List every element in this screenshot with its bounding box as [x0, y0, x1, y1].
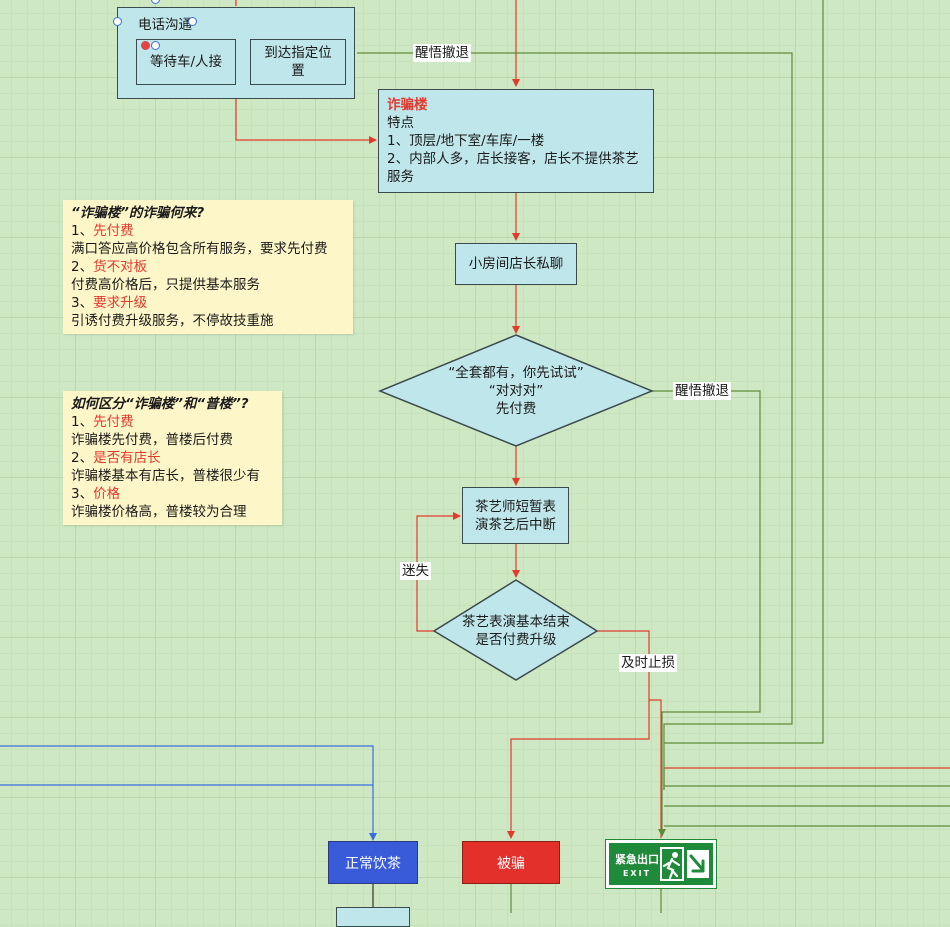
note1-title: “诈骗楼”的诈骗何来? [71, 205, 205, 221]
note2-d1: 诈骗楼先付费，普楼后付费 [71, 432, 233, 448]
tea-art-label: 茶艺师短暂表演茶艺后中断 [475, 498, 556, 533]
scam-sub: 特点 [387, 115, 414, 131]
normal-tea-node[interactable]: 正常饮茶 [328, 841, 418, 884]
normal-next-node[interactable] [336, 907, 410, 927]
label-wake-retreat-1: 醒悟撤退 [413, 44, 471, 62]
note1-h3: 要求升级 [93, 295, 148, 311]
scam-title: 诈骗楼 [387, 97, 428, 113]
running-man-icon [660, 847, 684, 881]
normal-tea-label: 正常饮茶 [345, 855, 401, 872]
edge-blue-1 [0, 745, 377, 841]
note2-d3: 诈骗楼价格高，普楼较为合理 [71, 504, 247, 520]
exit-sign-graphic: 紧急出口 EXIT [615, 847, 709, 881]
note-distinguish: 如何区分“诈骗楼”和“普楼”? 1、先付费 诈骗楼先付费，普楼后付费 2、是否有… [63, 391, 282, 525]
note1-h2: 货不对板 [93, 259, 148, 275]
diamond1-line3: 先付费 [495, 401, 537, 417]
wait-label: 等待车/人接 [149, 54, 223, 70]
edge-wake-retreat-2 [652, 390, 761, 837]
port-title-right[interactable] [188, 17, 197, 26]
note2-n1: 1、 [71, 414, 94, 430]
note1-d1: 满口答应高价格包含所有服务，要求先付费 [71, 241, 328, 257]
scammed-node[interactable]: 被骗 [462, 841, 560, 884]
port-left[interactable] [113, 17, 122, 26]
diamond2-line1: 茶艺表演基本结束 [462, 614, 570, 630]
note-scam-source: “诈骗楼”的诈骗何来? 1、先付费 满口答应高价格包含所有服务，要求先付费 2、… [63, 200, 353, 334]
scam-line2: 2、内部人多，店长接客，店长不提供茶艺服务 [387, 151, 639, 185]
note1-n3: 3、 [71, 295, 94, 311]
note1-d3: 引诱付费升级服务，不停故技重施 [71, 313, 274, 329]
edge-green-top [664, 0, 824, 744]
exit-cn-text: 紧急出口 [615, 852, 659, 866]
label-stop-loss: 及时止损 [619, 654, 677, 672]
private-chat-label: 小房间店长私聊 [468, 256, 564, 272]
diamond-prepay[interactable]: “全套都有，你先试试” “对对对” 先付费 [420, 360, 612, 422]
note2-d2: 诈骗楼基本有店长，普楼很少有 [71, 468, 260, 484]
private-chat-node[interactable]: 小房间店长私聊 [455, 243, 577, 285]
scammed-label: 被骗 [497, 855, 525, 872]
edge-group-to-scam [235, 99, 377, 144]
port-blue[interactable] [151, 41, 160, 50]
scam-line1: 1、顶层/地下室/车库/一楼 [387, 133, 545, 149]
diamond-prepay-shape [378, 334, 654, 447]
note2-h1: 先付费 [93, 414, 134, 430]
port-red[interactable] [141, 41, 150, 50]
note1-h1: 先付费 [93, 223, 134, 239]
arrive-node[interactable]: 到达指定位置 [250, 39, 346, 85]
edge-wake-retreat-1 [357, 52, 793, 790]
diamond2-line2: 是否付费升级 [475, 632, 557, 648]
arrow-down-right-icon [687, 850, 709, 878]
emergency-exit-sign[interactable]: 紧急出口 EXIT [605, 839, 717, 889]
note1-d2: 付费高价格后，只提供基本服务 [71, 277, 260, 293]
note1-n1: 1、 [71, 223, 94, 239]
note2-h2: 是否有店长 [93, 450, 161, 466]
tea-art-node[interactable]: 茶艺师短暂表演茶艺后中断 [462, 487, 569, 544]
label-wake-retreat-2: 醒悟撤退 [673, 382, 731, 400]
exit-en-text: EXIT [623, 869, 651, 878]
scam-building-node[interactable]: 诈骗楼 特点 1、顶层/地下室/车库/一楼 2、内部人多，店长接客，店长不提供茶… [378, 89, 654, 193]
group-title: 电话沟通 [138, 17, 192, 33]
note2-h3: 价格 [93, 486, 121, 502]
diamond-upgrade[interactable]: 茶艺表演基本结束 是否付费升级 [450, 611, 582, 651]
note1-n2: 2、 [71, 259, 94, 275]
label-lost: 迷失 [400, 562, 431, 580]
arrive-label: 到达指定位置 [264, 45, 332, 79]
diamond1-line1: “全套都有，你先试试” [448, 365, 584, 381]
diamond-upgrade-shape [432, 579, 599, 681]
phone-call-group[interactable]: 电话沟通 等待车/人接 到达指定位置 [113, 7, 355, 99]
note2-n2: 2、 [71, 450, 94, 466]
note2-title: 如何区分“诈骗楼”和“普楼”? [71, 396, 249, 412]
diamond1-line2: “对对对” [488, 383, 544, 399]
note2-n3: 3、 [71, 486, 94, 502]
edge-to-scammed [507, 700, 650, 839]
edge-right-red [663, 767, 950, 790]
